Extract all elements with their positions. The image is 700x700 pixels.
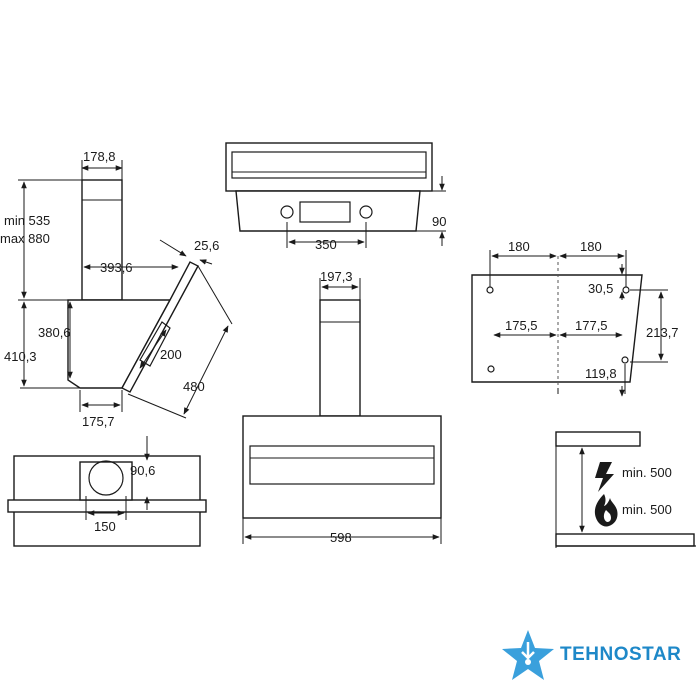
- dim-outlet-diameter: 150: [94, 519, 116, 534]
- dim-control-spacing: 350: [315, 237, 337, 252]
- hob-profile: [555, 533, 695, 547]
- brand-logo: TEHNOSTAR: [500, 628, 695, 688]
- brand-name: TEHNOSTAR: [560, 644, 681, 666]
- outlet-circle: [88, 460, 124, 496]
- dim-height-b: 410,3: [4, 349, 37, 364]
- front-panel: [249, 445, 435, 485]
- front-hood: [242, 415, 442, 519]
- top-view-frame: [225, 142, 433, 192]
- dim-right-offset: 180: [580, 239, 602, 254]
- dim-base-width: 175,7: [82, 414, 115, 429]
- dim-outlet-offset: 90,6: [130, 463, 155, 478]
- clearance-gas: min. 500: [622, 502, 672, 517]
- dim-chimney-width: 197,3: [320, 269, 353, 284]
- mounting-plate-outline: [471, 274, 643, 383]
- hood-profile: [555, 431, 641, 447]
- dim-top-offset: 30,5: [588, 281, 613, 296]
- side-chimney: [81, 179, 123, 301]
- dim-panel-depth: 200: [160, 347, 182, 362]
- top-view: 350 90: [225, 142, 446, 252]
- brand-name-part1: TEHNO: [560, 644, 629, 665]
- dim-mid-left: 175,5: [505, 318, 538, 333]
- brand-name-part2: STAR: [629, 644, 682, 665]
- dim-depth: 393,6: [100, 260, 133, 275]
- dim-max-height: max 880: [0, 231, 50, 246]
- front-view: 197,3 598: [242, 269, 442, 545]
- front-chimney: [319, 299, 361, 417]
- dim-left-offset: 180: [508, 239, 530, 254]
- dim-min-height: min 535: [4, 213, 50, 228]
- bottom-view: 90,6 150: [7, 436, 207, 547]
- lightning-icon: [595, 462, 614, 492]
- star-logo-icon: [502, 630, 554, 680]
- dim-panel-thickness: 25,6: [194, 238, 219, 253]
- control-right: [359, 205, 373, 219]
- dim-top-height: 90: [432, 214, 446, 229]
- dim-top-width: 178,8: [83, 149, 116, 164]
- control-left: [280, 205, 294, 219]
- dim-vertical: 213,7: [646, 325, 679, 340]
- control-panel: [299, 201, 351, 223]
- mounting-plate: 180 180 30,5 175,5 177,5 213,7 119,8: [471, 239, 679, 397]
- dim-bottom-offset: 119,8: [585, 366, 617, 381]
- side-view: 178,8 min 535 max 880 393,6 25,6 380,6 4…: [0, 149, 233, 429]
- dim-panel-length: 480: [183, 379, 205, 394]
- top-view-body: [235, 190, 421, 232]
- dim-total-width: 598: [330, 530, 352, 545]
- clearance-electric: min. 500: [622, 465, 672, 480]
- outlet-housing: [79, 461, 133, 501]
- dim-mid-right: 177,5: [575, 318, 608, 333]
- dim-height-a: 380,6: [38, 325, 71, 340]
- clearance-diagram: min. 500 min. 500: [555, 431, 696, 548]
